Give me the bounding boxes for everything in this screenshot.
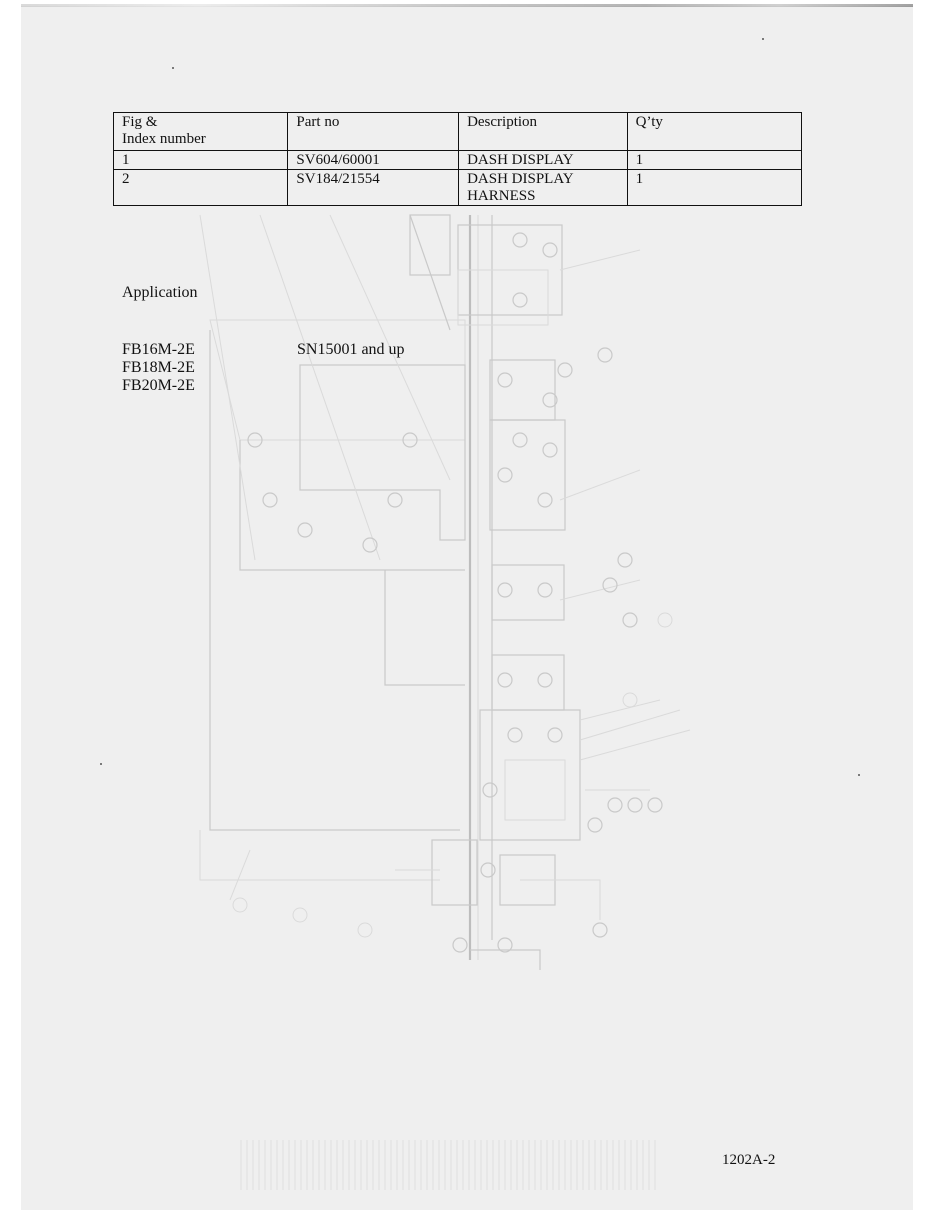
cell-description: DASH DISPLAY HARNESS (458, 169, 628, 206)
table-header-row: Fig & Index number Part no Description Q… (112, 112, 803, 151)
table-row: 1 SV604/60001 DASH DISPLAY 1 (112, 150, 803, 170)
cell-index: 2 (112, 169, 289, 206)
cell-qty: 1 (626, 150, 803, 170)
table-row: 2 SV184/21554 DASH DISPLAY HARNESS 1 (112, 169, 803, 206)
scan-speck (858, 774, 860, 776)
application-heading: Application (122, 284, 198, 301)
model-item: FB16M-2E (122, 341, 195, 358)
model-item: FB18M-2E (122, 359, 195, 376)
header-fig-index-line2: Index number (122, 131, 206, 147)
description-line1: DASH DISPLAY (467, 152, 574, 168)
header-description: Description (458, 112, 628, 151)
description-line2: HARNESS (467, 188, 536, 204)
scan-top-edge (21, 4, 913, 7)
cell-part-no: SV184/21554 (287, 169, 460, 206)
header-fig-index: Fig & Index number (112, 112, 289, 151)
cell-qty: 1 (626, 169, 803, 206)
cell-description: DASH DISPLAY (458, 150, 628, 170)
page-number: 1202A-2 (722, 1152, 776, 1168)
parts-table: Fig & Index number Part no Description Q… (112, 112, 803, 206)
header-fig-index-line1: Fig & (122, 114, 158, 130)
model-item: FB20M-2E (122, 377, 195, 394)
scan-artifact-band (240, 1140, 660, 1190)
header-part-no: Part no (287, 112, 460, 151)
model-list: FB16M-2E FB18M-2E FB20M-2E (122, 341, 195, 395)
scanned-page (21, 6, 913, 1210)
scan-speck (762, 38, 764, 40)
scan-speck (172, 67, 174, 69)
cell-part-no: SV604/60001 (287, 150, 460, 170)
cell-index: 1 (112, 150, 289, 170)
serial-range: SN15001 and up (297, 341, 405, 358)
description-line1: DASH DISPLAY (467, 171, 574, 187)
header-qty: Q’ty (626, 112, 803, 151)
scan-speck (100, 763, 102, 765)
